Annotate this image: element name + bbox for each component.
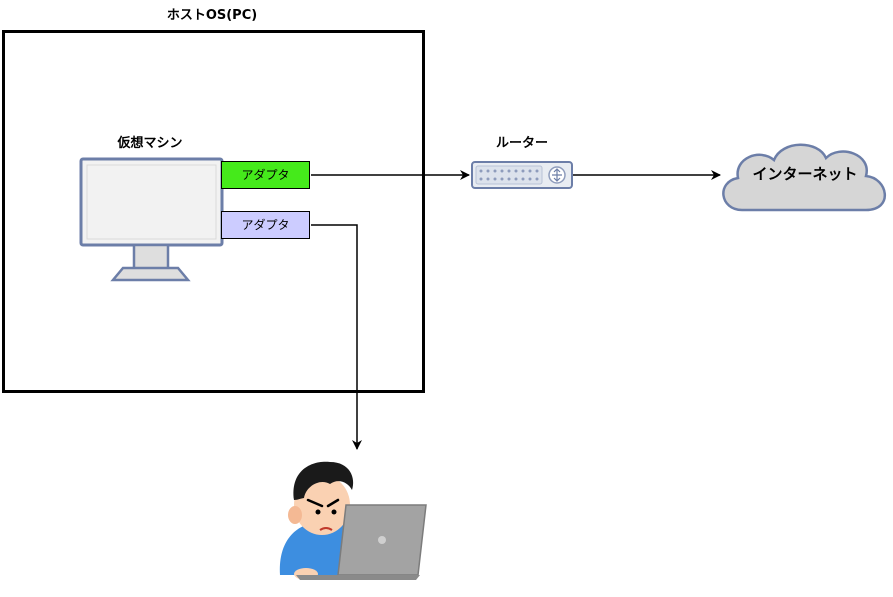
internet-label: インターネット bbox=[752, 165, 858, 183]
monitor-icon bbox=[79, 157, 224, 282]
person-laptop-icon bbox=[279, 461, 427, 580]
vm-label: 仮想マシン bbox=[117, 136, 183, 151]
adapter-2: アダプタ bbox=[221, 211, 310, 239]
host-os-label: ホストOS(PC) bbox=[166, 8, 258, 23]
router-icon bbox=[471, 161, 573, 189]
adapter-1: アダプタ bbox=[221, 161, 310, 189]
internet-cloud-icon bbox=[722, 143, 886, 212]
host-os-box bbox=[2, 30, 425, 393]
link-adapter-user bbox=[311, 224, 362, 450]
router-label: ルーター bbox=[495, 136, 548, 151]
